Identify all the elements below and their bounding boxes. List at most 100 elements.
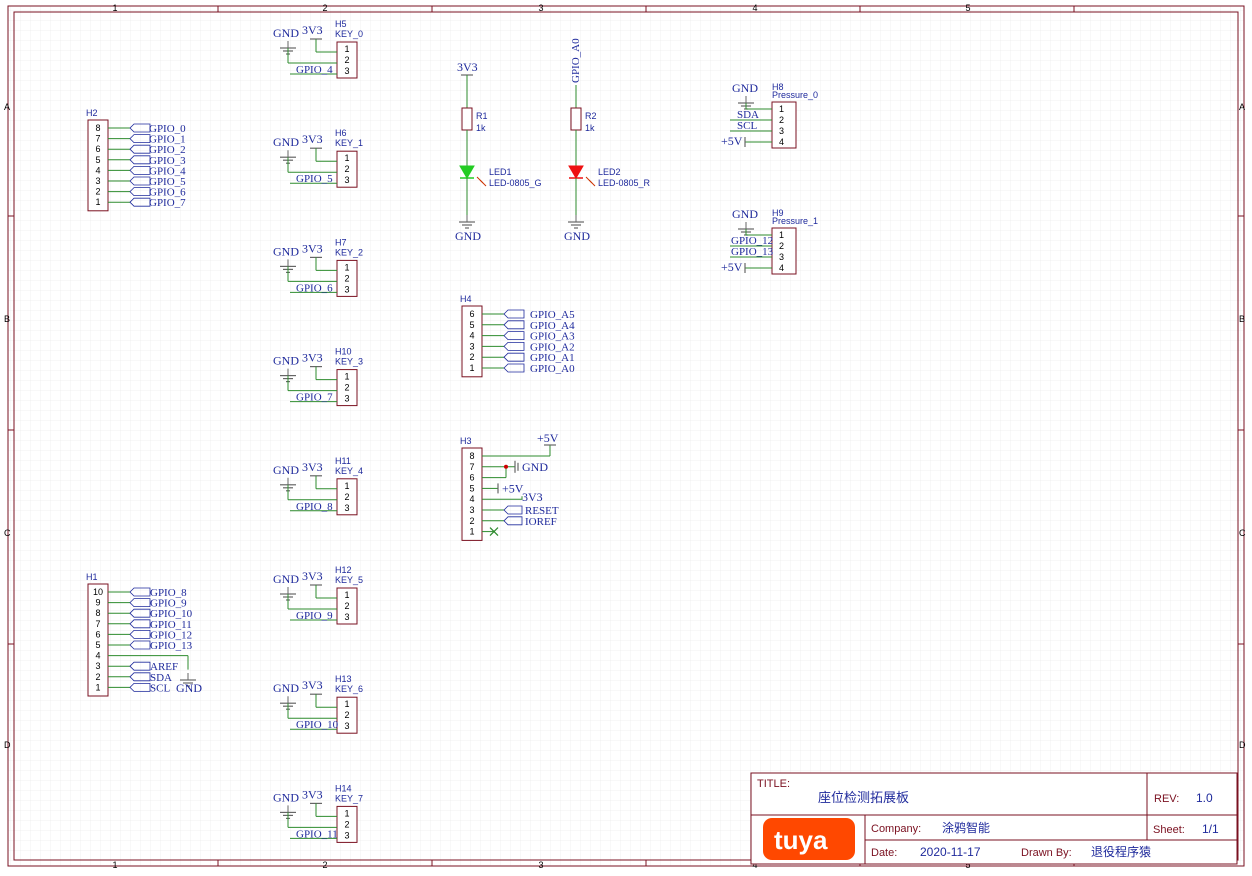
date-label: Date: (871, 847, 897, 859)
gnd-label: GND (564, 229, 590, 243)
net-label: GPIO_A4 (530, 320, 575, 332)
title-block: TITLE: 座位检测拓展板 REV: 1.0 Company: 涂鸦智能 Sh… (750, 772, 1238, 865)
gnd-label: GND (176, 681, 202, 695)
v5-label: +5V (721, 260, 743, 274)
led-light-arrow (479, 179, 487, 187)
connector-body (336, 587, 358, 625)
net-flag (129, 630, 151, 639)
net-label: GPIO_6 (296, 282, 333, 294)
pin-number: 2 (344, 819, 349, 829)
net-label: GPIO_9 (296, 610, 333, 622)
connector-body (336, 150, 358, 188)
designator: H8 (772, 82, 784, 92)
net-label: GPIO_12 (150, 629, 192, 641)
net-flag (503, 363, 525, 373)
no-connect-mark (489, 527, 499, 537)
pin-number: 6 (469, 309, 474, 319)
v33-label: 3V3 (302, 23, 323, 37)
pin-number: 1 (469, 527, 474, 537)
resistor-value: 1k (585, 123, 595, 133)
top-net-label: 3V3 (457, 60, 478, 74)
net-flag (129, 608, 151, 618)
pin-number: 3 (344, 830, 349, 840)
pin-number: 5 (95, 640, 100, 650)
rev-label: REV: (1154, 793, 1179, 805)
tuya-logo: tuya (763, 818, 855, 860)
key-name: KEY_6 (335, 684, 363, 694)
pin-number: 1 (344, 262, 349, 272)
led-ref: LED1 (489, 167, 512, 177)
top-net-label: GPIO_A0 (570, 38, 582, 83)
pin-number: 5 (95, 155, 100, 165)
pin-number: 3 (469, 341, 474, 351)
pin-number: 8 (95, 608, 100, 618)
ground-symbol (180, 673, 196, 687)
pin-number: 2 (469, 352, 474, 362)
key-name: KEY_7 (335, 793, 363, 803)
pin-number: 7 (95, 134, 100, 144)
v5-label: +5V (502, 481, 524, 495)
net-label: GPIO_11 (150, 619, 192, 631)
gnd-label: GND (732, 81, 758, 95)
junction-dot (504, 464, 508, 469)
resistor-body (461, 107, 473, 131)
zone-label-col-1: 1 (112, 3, 117, 13)
v33-label: 3V3 (302, 678, 323, 692)
company-value: 涂鸦智能 (942, 820, 990, 835)
pin-number: 2 (95, 672, 100, 682)
v33-label: 3V3 (522, 490, 543, 504)
gnd-label: GND (273, 244, 299, 258)
resistor-ref: R1 (476, 111, 488, 121)
pin-number: 1 (95, 197, 100, 207)
pin-number: 3 (344, 66, 349, 76)
led-ref: LED2 (598, 167, 621, 177)
title-label: TITLE: (757, 778, 790, 790)
net-label: GPIO_13 (150, 640, 193, 652)
pin-number: 4 (779, 137, 784, 147)
zone-label-col-3: 3 (538, 3, 543, 13)
net-flag (129, 683, 151, 692)
zone-label-col-1: 1 (112, 860, 117, 870)
pin-number: 3 (344, 175, 349, 185)
outer-frame (7, 5, 1245, 867)
pin-number: 2 (344, 492, 349, 502)
net-label: GPIO_A2 (530, 341, 575, 353)
pin-number: 3 (344, 612, 349, 622)
sheet-label: Sheet: (1153, 824, 1185, 836)
net-flag (129, 176, 151, 186)
key-name: KEY_5 (335, 575, 363, 585)
gnd-label: GND (273, 354, 299, 368)
resistor-body (570, 107, 582, 131)
pin-number: 6 (95, 629, 100, 639)
net-flag (129, 619, 151, 629)
pin-number: 2 (344, 601, 349, 611)
key-name: KEY_1 (335, 138, 363, 148)
pin-number: 2 (779, 115, 784, 125)
net-label: AREF (150, 661, 178, 673)
zone-label-row-C: C (4, 528, 11, 538)
designator: H12 (335, 565, 352, 575)
sensor-name: Pressure_0 (772, 90, 818, 100)
net-flag (129, 134, 151, 144)
resistor-ref: R2 (585, 111, 597, 121)
net-flag (129, 661, 151, 671)
net-flag (503, 341, 525, 351)
net-flag (129, 587, 151, 597)
logo-text: tuya (774, 825, 828, 855)
rev-value: 1.0 (1196, 791, 1213, 805)
zone-label-row-B: B (1239, 314, 1245, 324)
net-label: GPIO_5 (149, 176, 186, 188)
key-name: KEY_3 (335, 357, 363, 367)
pin-number: 1 (344, 808, 349, 818)
zone-label-row-B: B (4, 314, 10, 324)
